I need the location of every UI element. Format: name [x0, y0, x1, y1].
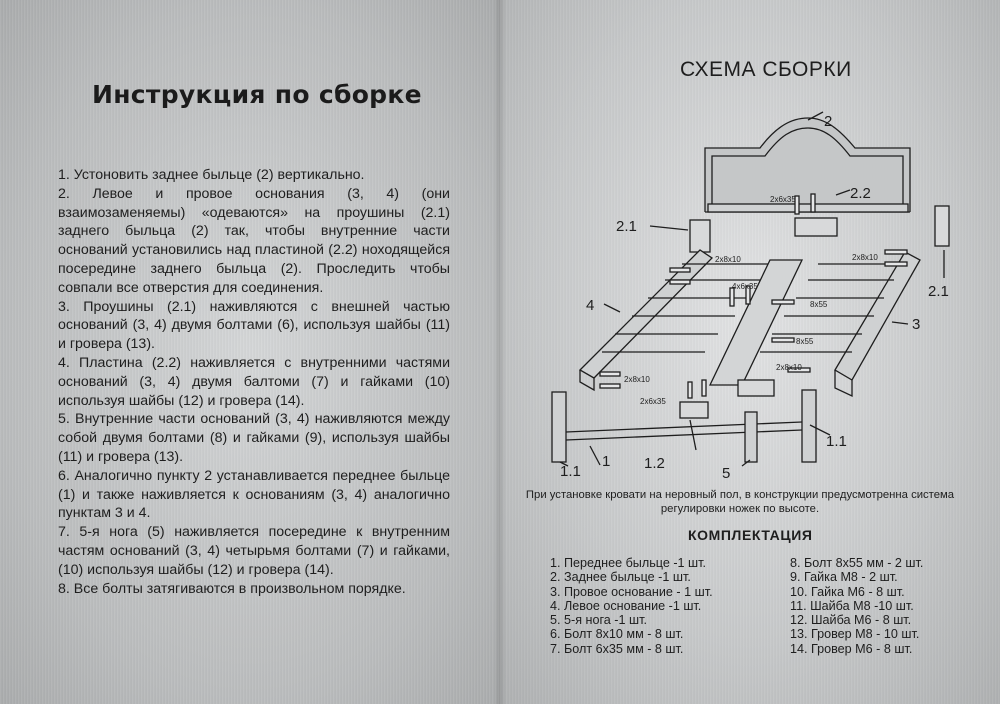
- instruction-title: Инструкция по сборке: [92, 80, 422, 109]
- plate-2-2: [794, 217, 838, 237]
- headboard: [704, 117, 911, 213]
- step-8: 8. Все болты затягиваются в произвольном…: [58, 580, 406, 597]
- kit-item: 7. Болт 6х35 мм - 8 шт.: [550, 641, 684, 656]
- label-2-1-left: 2.1: [616, 218, 637, 235]
- kit-item: 3. Провое основание - 1 шт.: [550, 584, 713, 599]
- kit-item: 13. Гровер М8 - 10 шт.: [790, 627, 920, 642]
- bolt-label-2x8x10-mid: 2x8x10: [776, 363, 802, 372]
- step-3: 3. Проушины (2.1) наживляются с внешней …: [58, 298, 450, 353]
- step-7: 7. 5-я нога (5) наживляется посередине к…: [58, 524, 450, 578]
- step-1: 1. Устоновить заднее быльце (2) вертикал…: [58, 167, 365, 183]
- lug-left: [689, 219, 711, 253]
- label-1-1-right: 1.1: [826, 433, 847, 450]
- page-fold: [494, 0, 506, 704]
- left-base: [578, 249, 714, 392]
- kit-item: 9. Гайка М8 - 2 шт.: [790, 570, 898, 585]
- label-1: 1: [602, 453, 610, 470]
- bolt-label-8x55-b: 8x55: [796, 337, 814, 346]
- kit-item: 2. Заднее быльце -1 шт.: [550, 570, 691, 585]
- label-4: 4: [586, 297, 594, 314]
- lug-right: [934, 205, 950, 247]
- step-4: 4. Пластина (2.2) наживляется с внутренн…: [58, 354, 450, 409]
- kit-item: 14. Гровер М6 - 8 шт.: [790, 641, 913, 656]
- label-3: 3: [912, 316, 920, 333]
- kit-title: КОМПЛЕКТАЦИЯ: [688, 527, 813, 543]
- step-2: 2. Левое и провое основания (3, 4) (они …: [58, 185, 450, 296]
- right-base: [834, 251, 921, 398]
- bolt-label-2x8x10-bottom: 2x8x10: [624, 375, 650, 384]
- scheme-title: СХЕМА СБОРКИ: [680, 58, 852, 81]
- label-5: 5: [722, 465, 730, 480]
- assembly-diagram: 2 2.2 2.1 2.1 4 3 1 1.1 1.1 1.2 5 2x6x35…: [551, 111, 950, 480]
- plate-1-2: [679, 401, 709, 419]
- kit-item: 1. Переднее быльце -1 шт.: [550, 556, 707, 570]
- kit-item: 4. Левое основание -1 шт.: [550, 598, 702, 613]
- label-1-2: 1.2: [644, 455, 665, 472]
- kit-item: 8. Болт 8х55 мм - 2 шт.: [790, 556, 924, 570]
- left-page: Инструкция по сборке 1. Устоновить задне…: [0, 0, 500, 704]
- fifth-leg: [744, 411, 758, 463]
- step-5: 5. Внутренние части оснований (3, 4) наж…: [58, 411, 450, 465]
- kit-item: 11. Шайба М8 -10 шт.: [790, 598, 914, 613]
- bolt-label-4x6x35: 4x6x35: [732, 282, 758, 291]
- uneven-floor-note: При установке кровати на неровный пол, в…: [525, 489, 955, 515]
- instruction-list: 1. Устоновить заднее быльце (2) вертикал…: [58, 166, 450, 598]
- kit-item: 10. Гайка М6 - 8 шт.: [790, 584, 905, 599]
- bolts: [599, 193, 908, 399]
- kit-item: 5. 5-я нога -1 шт.: [550, 613, 647, 628]
- kit-item: 6. Болт 8х10 мм - 8 шт.: [550, 627, 684, 642]
- bolt-label-2x6x35-top: 2x6x35: [770, 195, 796, 204]
- label-2-1-right: 2.1: [928, 283, 949, 300]
- kit-list-left: 1. Переднее быльце -1 шт. 2. Заднее быль…: [550, 556, 713, 656]
- bolt-label-2x6x35-bottom: 2x6x35: [640, 397, 666, 406]
- bolt-label-2x8x10-left: 2x8x10: [715, 255, 741, 264]
- label-2: 2: [824, 113, 832, 130]
- label-2-2: 2.2: [850, 185, 871, 202]
- label-1-1-left: 1.1: [560, 463, 581, 480]
- kit-list-right: 8. Болт 8х55 мм - 2 шт. 9. Гайка М8 - 2 …: [790, 556, 923, 656]
- step-6: 6. Аналогично пункту 2 устанавливается п…: [58, 467, 450, 522]
- bolt-label-8x55-a: 8x55: [810, 300, 828, 309]
- kit-item: 12. Шайба М6 - 8 шт.: [790, 613, 912, 628]
- bolt-label-2x8x10-right: 2x8x10: [852, 253, 878, 262]
- footboard: [551, 389, 817, 463]
- leader-lines: [559, 111, 945, 467]
